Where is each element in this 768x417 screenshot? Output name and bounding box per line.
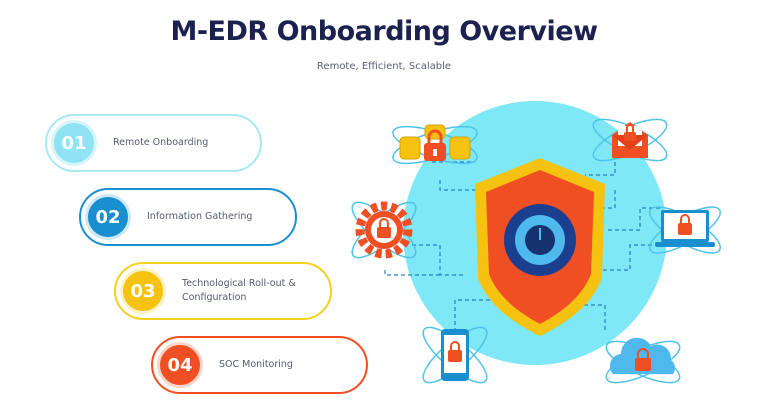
step-soc-monitoring: 04 SOC Monitoring: [151, 336, 368, 394]
database-lock-icon: [392, 124, 478, 165]
security-illustration: [351, 101, 721, 384]
email-lock-icon: [592, 118, 668, 162]
step-remote-onboarding: 01 Remote Onboarding: [45, 114, 262, 172]
cloud-lock-icon: [605, 337, 681, 384]
gear-lock-icon: [351, 201, 417, 259]
step-number-badge: 01: [51, 120, 97, 166]
step-number-badge: 02: [85, 194, 131, 240]
page-title: M-EDR Onboarding Overview: [170, 16, 598, 47]
step-label: SOC Monitoring: [219, 359, 293, 371]
laptop-lock-icon: [649, 206, 721, 254]
step-number-badge: 03: [120, 268, 166, 314]
step-label: Information Gathering: [147, 211, 253, 223]
step-technological-rollout: 03 Technological Roll-out & Configuratio…: [114, 262, 332, 320]
step-label: Remote Onboarding: [113, 137, 209, 149]
step-information-gathering: 02 Information Gathering: [79, 188, 297, 246]
step-label: Technological Roll-out & Configuration: [182, 278, 296, 303]
step-number-badge: 04: [157, 342, 203, 388]
mobile-lock-icon: [422, 326, 488, 384]
shield-eye-icon: [475, 158, 605, 336]
page-subtitle: Remote, Efficient, Scalable: [316, 61, 452, 72]
